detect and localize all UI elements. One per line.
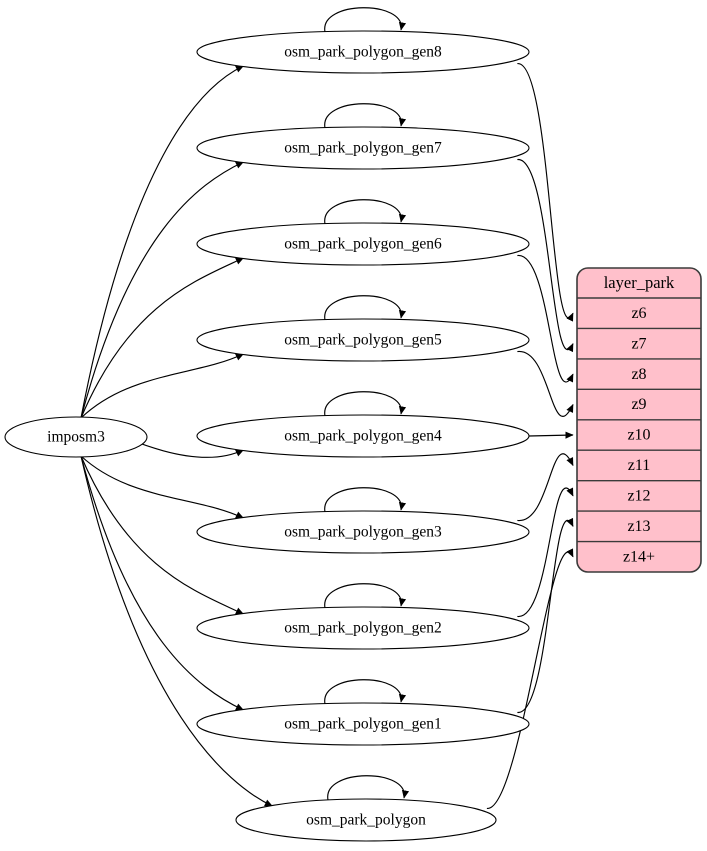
edge-selfloop-base [327, 775, 410, 801]
edge-gen1-to-z13 [517, 517, 574, 714]
gen1-label: osm_park_polygon_gen1 [284, 716, 442, 733]
edge-imposm3-to-gen7 [80, 161, 245, 419]
edge-base-to-z14p [486, 548, 574, 810]
record-row-z6[interactable]: z6 [631, 305, 646, 322]
node-base[interactable]: osm_park_polygon [235, 798, 497, 842]
edge-imposm3-to-gen6 [80, 257, 245, 419]
gen4-label: osm_park_polygon_gen4 [284, 428, 442, 445]
edge-imposm3-to-gen1 [80, 455, 245, 711]
gen3-ellipse [196, 510, 530, 554]
edge-selfloop-gen4 [324, 391, 407, 417]
record-row-z14p[interactable]: z14+ [623, 548, 655, 565]
edge-imposm3-to-gen2 [80, 455, 245, 615]
edge-gen7-to-z7 [517, 158, 574, 353]
gen4-ellipse [196, 414, 530, 458]
node-gen7[interactable]: osm_park_polygon_gen7 [196, 126, 530, 170]
node-gen4[interactable]: osm_park_polygon_gen4 [196, 414, 530, 458]
record-row-z12[interactable]: z12 [627, 488, 650, 505]
imposm3-label: imposm3 [47, 429, 105, 446]
edge-gen2-to-z12 [517, 487, 574, 618]
edge-gen3-to-z11 [517, 453, 574, 522]
edge-selfloop-gen1 [324, 679, 407, 705]
edge-selfloop-gen5 [324, 295, 407, 321]
edge-selfloop-gen7 [324, 103, 407, 129]
edge-gen8-to-z6 [517, 62, 574, 322]
edge-gen6-to-z8 [517, 254, 574, 383]
node-gen6[interactable]: osm_park_polygon_gen6 [196, 222, 530, 266]
edge-gen4-to-z10 [528, 431, 574, 439]
gen6-label: osm_park_polygon_gen6 [284, 236, 442, 253]
edge-selfloop-gen2 [324, 583, 407, 609]
gen2-label: osm_park_polygon_gen2 [284, 620, 442, 637]
gen1-ellipse [196, 702, 530, 746]
edge-selfloop-gen3 [324, 487, 407, 513]
base-ellipse [235, 798, 497, 842]
edge-imposm3-to-gen5 [80, 353, 245, 419]
gen7-ellipse [196, 126, 530, 170]
record-row-z10[interactable]: z10 [627, 427, 650, 444]
record-row-z13[interactable]: z13 [627, 518, 650, 535]
gen6-ellipse [196, 222, 530, 266]
edge-imposm3-to-gen8 [80, 65, 245, 419]
imposm3-ellipse [4, 416, 148, 458]
edge-imposm3-to-base [80, 455, 273, 807]
base-label: osm_park_polygon [306, 812, 426, 829]
record-row-z8[interactable]: z8 [631, 366, 646, 383]
gen2-ellipse [196, 606, 530, 650]
layer-park-record: layer_park z6 z7 z8 z9 z10 z11 z12 z13 z14+ [576, 267, 702, 573]
layer-park-title: layer_park [604, 273, 675, 292]
node-gen1[interactable]: osm_park_polygon_gen1 [196, 702, 530, 746]
record-row-z9[interactable]: z9 [631, 396, 646, 413]
edge-gen5-to-z9 [517, 350, 574, 417]
node-imposm3[interactable]: imposm3 [4, 416, 148, 458]
edge-selfloop-gen8 [324, 7, 407, 33]
edge-imposm3-to-gen3 [80, 455, 245, 519]
gen8-ellipse [196, 30, 530, 74]
gen5-ellipse [196, 318, 530, 362]
node-gen5[interactable]: osm_park_polygon_gen5 [196, 318, 530, 362]
gen5-label: osm_park_polygon_gen5 [284, 332, 442, 349]
record-row-z7[interactable]: z7 [631, 335, 646, 352]
record-row-z11[interactable]: z11 [628, 457, 651, 474]
node-gen3[interactable]: osm_park_polygon_gen3 [196, 510, 530, 554]
layer-park-group[interactable]: layer_park z6 z7 z8 z9 z10 z11 z12 z13 z14+ [576, 267, 702, 573]
edge-selfloop-gen6 [324, 199, 407, 225]
gen3-label: osm_park_polygon_gen3 [284, 524, 442, 541]
gen7-label: osm_park_polygon_gen7 [284, 140, 442, 157]
node-gen8[interactable]: osm_park_polygon_gen8 [196, 30, 530, 74]
node-gen2[interactable]: osm_park_polygon_gen2 [196, 606, 530, 650]
edges-layer [80, 7, 574, 810]
gen8-label: osm_park_polygon_gen8 [284, 44, 442, 61]
nodes-layer: osm_park_polygon_gen8 osm_park_polygon_ge… [4, 30, 530, 842]
